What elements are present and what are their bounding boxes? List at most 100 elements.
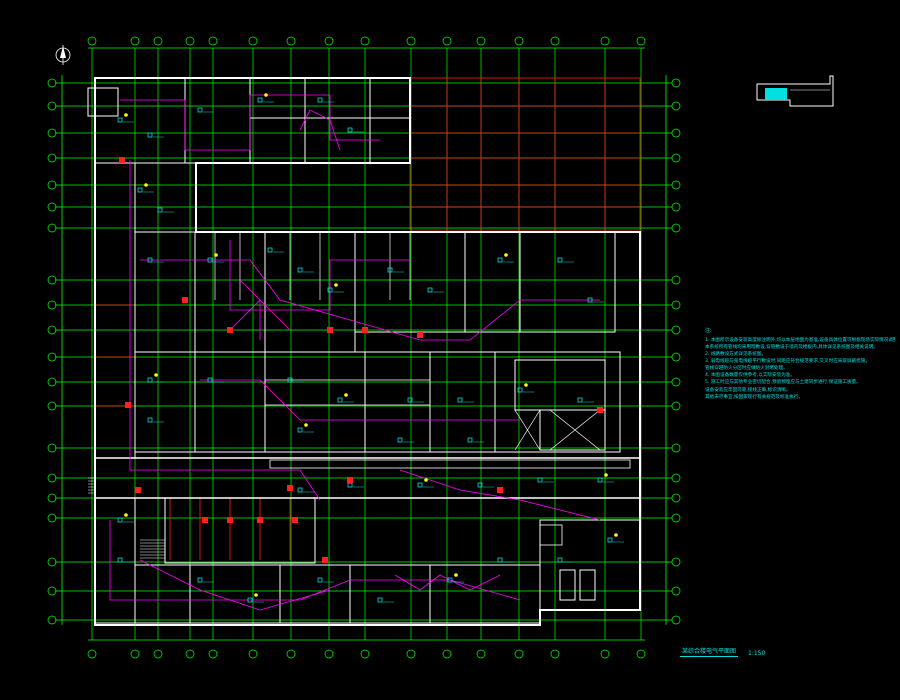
design-notes: 注: 1. 本图所示设备安装高度除注明外,均以本层地面为基准,设备具体位置可根据… <box>705 328 895 401</box>
device-icon <box>347 482 353 488</box>
device-icon <box>537 477 543 483</box>
room <box>194 351 266 453</box>
shaft <box>539 524 563 546</box>
cable-route <box>109 520 521 601</box>
device-icon <box>317 97 323 103</box>
axis-bubble <box>248 36 258 46</box>
room <box>94 77 186 164</box>
junction-icon <box>264 93 268 97</box>
note-line: 管线穿越防火分区时应做防火封堵处理。 <box>705 366 788 372</box>
device-icon <box>267 247 273 253</box>
axis-bubble <box>671 586 681 596</box>
axis-bubble <box>671 557 681 567</box>
note-line: 本系统所有管线均采用暗敷设,穿管敷设于墙内及楼板内,具体详见系统图及相关说明。 <box>705 344 878 350</box>
device-icon <box>417 482 423 488</box>
note-line: 其他未尽事宜,按国家现行有关规范及标准执行。 <box>705 394 803 400</box>
device-icon <box>387 267 393 273</box>
axis-bubble <box>47 586 57 596</box>
device-icon <box>287 377 293 383</box>
device-icon <box>117 557 123 563</box>
junction-icon <box>614 533 618 537</box>
notes-list: 1. 本图所示设备安装高度除注明外,均以本层地面为基准,设备具体位置可根据现场实… <box>705 337 895 401</box>
axis-bubble <box>671 78 681 88</box>
device-icon <box>457 397 463 403</box>
axis-bubble <box>671 493 681 503</box>
note-line: 设备安装应牢固可靠,接线正确,标识清晰。 <box>705 387 791 393</box>
axis-bubble <box>360 649 370 659</box>
cable-route <box>394 574 501 591</box>
axis-bubble <box>153 36 163 46</box>
axis-bubble <box>671 223 681 233</box>
axis-bubble <box>47 78 57 88</box>
axis-bubble <box>671 352 681 362</box>
device-icon <box>207 377 213 383</box>
axis-bubble <box>47 493 57 503</box>
room <box>134 564 191 624</box>
distribution-box-icon <box>497 487 503 493</box>
device-icon <box>467 437 473 443</box>
cable-route <box>139 559 331 611</box>
axis-bubble <box>47 377 57 387</box>
axis-bubble <box>185 649 195 659</box>
axis-bubble <box>550 649 560 659</box>
device-icon <box>497 557 503 563</box>
device-icon <box>377 597 383 603</box>
axis-bubble <box>671 615 681 625</box>
equipment-symbols <box>117 93 624 603</box>
axis-bubble <box>671 153 681 163</box>
axis-bubble <box>671 300 681 310</box>
axis-bubble <box>671 401 681 411</box>
axis-bubble <box>324 36 334 46</box>
axis-bubble <box>47 557 57 567</box>
structural-axis-lines <box>95 77 641 560</box>
room <box>514 359 606 411</box>
notes-heading: 注: <box>705 328 712 334</box>
device-icon <box>197 107 203 113</box>
distribution-box-icon <box>202 517 208 523</box>
axis-bubble <box>514 649 524 659</box>
axis-bubble <box>185 36 195 46</box>
axis-bubble <box>636 649 646 659</box>
drawing-scale: 1:150 <box>748 650 766 657</box>
key-plan-highlight <box>765 88 787 100</box>
axis-bubble <box>671 275 681 285</box>
axis-bubble <box>47 352 57 362</box>
distribution-box-icon <box>119 157 125 163</box>
junction-icon <box>334 283 338 287</box>
room <box>94 497 136 624</box>
axis-bubble <box>600 649 610 659</box>
title-block: 某综合楼电气平面图 1:150 <box>680 646 765 657</box>
key-plan <box>756 75 834 107</box>
junction-icon <box>344 393 348 397</box>
axis-bubble <box>47 101 57 111</box>
junction-icon <box>214 253 218 257</box>
partition <box>549 409 601 451</box>
device-icon <box>557 257 563 263</box>
axis-bubble <box>130 36 140 46</box>
junction-icon <box>424 478 428 482</box>
axis-bubble <box>550 36 560 46</box>
exterior-wall <box>94 77 641 626</box>
cable-routes <box>109 94 601 611</box>
device-icon <box>517 387 523 393</box>
device-icon <box>147 257 153 263</box>
room <box>369 77 411 119</box>
device-icon <box>397 437 403 443</box>
device-icon <box>327 287 333 293</box>
device-icon <box>337 397 343 403</box>
axis-bubble <box>671 202 681 212</box>
equipment-cabinet <box>559 569 576 601</box>
cable-route <box>299 109 341 151</box>
note-line: 5. 施工时应与其他专业密切配合,预留预埋应与土建同步进行,保证施工质量。 <box>705 380 861 386</box>
axis-bubble <box>47 202 57 212</box>
axis-bubble <box>671 180 681 190</box>
device-icon <box>247 597 253 603</box>
distribution-box-icon <box>362 327 368 333</box>
axis-bubble <box>671 443 681 453</box>
axis-bubble <box>286 36 296 46</box>
cable-route <box>140 259 600 341</box>
axis-bubble <box>442 649 452 659</box>
note-line: 2. 线路敷设方式详见系统图。 <box>705 351 766 357</box>
axis-bubble <box>671 128 681 138</box>
